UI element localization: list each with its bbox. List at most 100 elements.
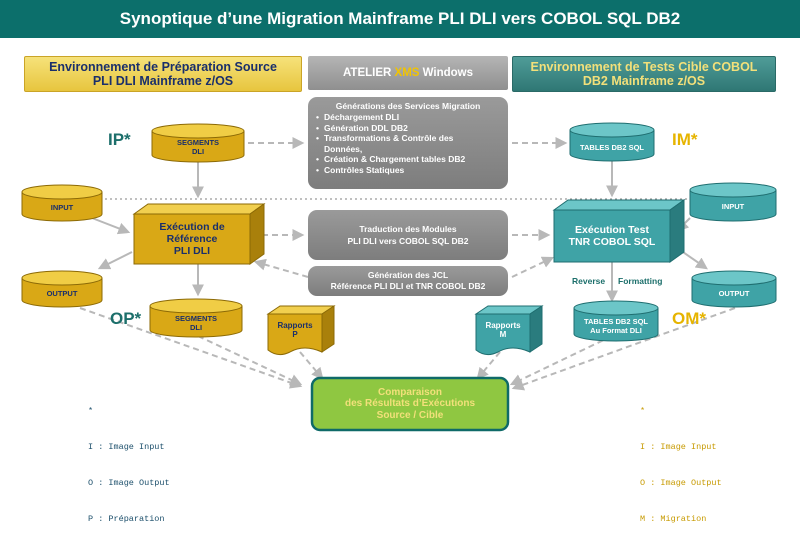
cylinder-input-left	[21, 184, 103, 222]
cylinder-segments-dli-bottom	[149, 298, 243, 338]
arrow-output-right-to-compare	[511, 307, 736, 391]
exec-test-line2: TNR COBOL SQL	[568, 236, 656, 248]
segments-dli-top-line1: SEGMENTS	[176, 138, 220, 147]
comparaison-label: Comparaison des Résultats d’Exécutions S…	[312, 378, 508, 430]
services-item: • Génération DDL DB2	[316, 122, 508, 134]
services-item-label: Création & Chargement tables DB2	[324, 154, 466, 164]
atelier-suffix: Windows	[419, 67, 474, 79]
shape-rapports-p	[266, 305, 336, 356]
code-im: IM*	[672, 130, 698, 149]
tables-db2-dli-label: TABLES DB2 SQL Au Format DLI	[574, 312, 658, 340]
shape-rapports-m	[474, 305, 544, 356]
bullet-icon: •	[316, 154, 319, 164]
services-item-label: Données,	[324, 143, 363, 154]
bullet-icon: •	[316, 122, 319, 133]
box-exec-ref	[132, 203, 266, 265]
arrow-jcl-to-exec-ref	[253, 258, 309, 278]
legend-right-migration: M : Migration	[640, 514, 707, 524]
arrow-jcl-to-exec-test	[511, 256, 555, 278]
rapports-m-line1: Rapports	[485, 321, 521, 330]
target-environment-header: Environnement de Tests Cible COBOL DB2 M…	[512, 56, 776, 92]
traduction-line2: PLI DLI vers COBOL SQL DB2	[347, 236, 469, 246]
target-header-line2: DB2 Mainframe z/OS	[582, 74, 706, 88]
comparaison-line1: Comparaison	[378, 386, 442, 398]
segments-dli-bottom-line1: SEGMENTS	[174, 314, 218, 323]
legend-right-output: O : Image Output	[640, 478, 722, 488]
cylinder-tables-db2-sql	[569, 122, 655, 162]
rapports-m-label: Rapports M	[476, 318, 530, 342]
jcl-line1: Génération des JCL	[367, 270, 449, 280]
arrow-rapports-m-to-compare	[476, 351, 501, 380]
diagram-canvas: Synoptique d’une Migration Mainframe PLI…	[0, 0, 800, 524]
cylinder-tables-db2-dli	[573, 300, 659, 342]
formatting-label: Formatting	[618, 276, 663, 286]
rapports-m-line2: M	[499, 330, 507, 339]
cylinder-segments-dli-top	[151, 123, 245, 163]
output-left-label: OUTPUT	[46, 288, 78, 298]
traduction-box: Traduction des Modules PLI DLI vers COBO…	[308, 210, 508, 260]
arrow-tables-bottom-to-compare	[509, 335, 613, 386]
services-item: • Transformations & Contrôle des	[316, 133, 508, 144]
exec-ref-line3: PLI DLI	[173, 245, 211, 257]
legend-left-preparation: P : Préparation	[88, 514, 165, 524]
atelier-header: ATELIER XMS Windows	[308, 56, 508, 90]
segments-dli-bottom-line2: DLI	[189, 323, 203, 332]
jcl-box: Génération des JCL Référence PLI DLI et …	[308, 266, 508, 296]
tables-db2-dli-line2: Au Format DLI	[590, 326, 642, 335]
source-environment-header: Environnement de Préparation Source PLI …	[24, 56, 302, 92]
box-exec-test	[552, 199, 686, 263]
services-title: Générations des Services Migration	[335, 101, 481, 111]
exec-ref-label: Exécution de Référence PLI DLI	[134, 214, 250, 264]
bullet-icon: •	[316, 164, 319, 175]
rapports-p-line1: Rapports	[277, 321, 313, 330]
output-right-label: OUTPUT	[718, 288, 750, 298]
box-comparaison	[310, 376, 510, 432]
legend-left-star: *	[88, 406, 94, 416]
atelier-xms: XMS	[394, 67, 420, 79]
services-migration-box: Générations des Services Migration • Déch…	[308, 97, 508, 189]
input-right-label: INPUT	[721, 201, 745, 211]
node-shapes	[21, 122, 777, 432]
cylinder-output-right	[691, 270, 777, 308]
bullet-icon: •	[316, 112, 319, 122]
segments-dli-top-label: SEGMENTS DLI	[152, 134, 244, 160]
services-list: • Déchargement DLI • Génération DDL DB2 • Tra…	[308, 112, 508, 175]
source-header-line2: PLI DLI Mainframe z/OS	[92, 74, 234, 88]
services-item: • Création & Chargement tables DB2	[316, 154, 508, 165]
services-item-label: Transformations & Contrôle des	[324, 133, 454, 143]
comparaison-line2: des Résultats d’Exécutions	[344, 398, 476, 410]
code-ip: IP*	[108, 130, 131, 149]
services-item-label: Génération DDL DB2	[324, 122, 408, 133]
code-om: OM*	[672, 309, 706, 328]
target-header-line1: Environnement de Tests Cible COBOL	[530, 60, 758, 74]
arrow-input-to-exec-ref	[91, 217, 131, 235]
atelier-prefix: ATELIER	[342, 67, 395, 79]
legend-right: * I : Image Input O : Image Output M : M…	[640, 381, 722, 549]
legend-left-output: O : Image Output	[88, 478, 170, 488]
bullet-icon: •	[316, 133, 319, 143]
rapports-p-line2: P	[292, 330, 298, 339]
services-item-label: Déchargement DLI	[324, 112, 400, 122]
services-item-label: Contrôles Statiques	[324, 164, 405, 175]
tables-db2-sql-label: TABLES DB2 SQL	[579, 142, 645, 152]
legend-right-input: I : Image Input	[640, 442, 717, 452]
connectors	[79, 137, 736, 391]
services-item: • Déchargement DLI	[316, 112, 508, 123]
jcl-line2: Référence PLI DLI et TNR COBOL DB2	[330, 281, 486, 291]
legend-right-star: *	[640, 406, 646, 416]
tables-db2-dli-line1: TABLES DB2 SQL	[583, 317, 649, 326]
code-op: OP*	[110, 309, 142, 328]
input-left-label: INPUT	[50, 202, 74, 212]
legend-left-input: I : Image Input	[88, 442, 165, 452]
rapports-p-label: Rapports P	[268, 318, 322, 342]
arrow-exec-test-to-output	[679, 249, 708, 270]
segments-dli-top-line2: DLI	[191, 147, 205, 156]
segments-dli-bottom-label: SEGMENTS DLI	[150, 310, 242, 336]
exec-test-line1: Exécution Test	[575, 224, 649, 236]
exec-ref-line2: Référence	[166, 233, 218, 245]
cylinder-output-left	[21, 270, 103, 308]
services-item: • Contrôles Statiques	[316, 164, 508, 176]
comparaison-line3: Source / Cible	[376, 409, 444, 421]
legend-left: * I : Image Input O : Image Output P : P…	[88, 381, 170, 549]
arrow-output-left-to-compare	[79, 307, 303, 389]
